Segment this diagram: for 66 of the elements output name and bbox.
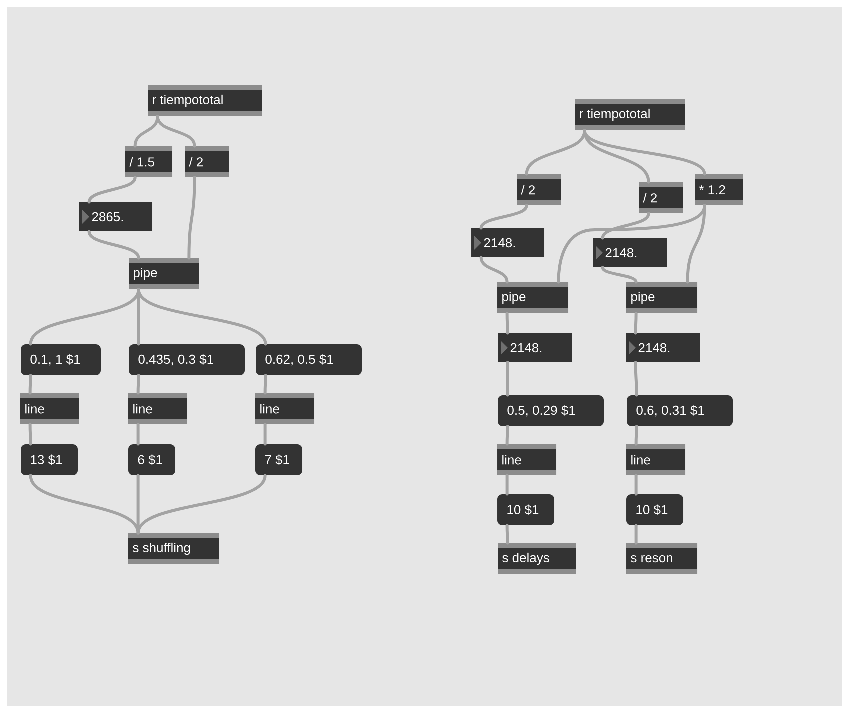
object-box: s delays: [498, 544, 576, 574]
patch-cord: [88, 176, 137, 204]
patch-cord: [506, 312, 510, 335]
patch-cord: [634, 474, 638, 496]
patch-cord: [601, 212, 650, 240]
message-box: 13 $1: [21, 444, 78, 476]
object-box: line: [626, 444, 686, 476]
object-box: s shuffling: [128, 534, 220, 564]
object-box: pipe: [626, 282, 698, 314]
number-box: 2148.: [498, 334, 572, 362]
patch-cord: [525, 129, 586, 176]
patch-cord: [634, 425, 638, 446]
patch-cord: [686, 204, 706, 284]
patch-cord: [264, 374, 268, 395]
patch-cord: [136, 474, 267, 535]
number-box: 2148.: [593, 238, 667, 268]
object-box: line: [20, 394, 80, 424]
patch-cord: [136, 374, 140, 395]
object-box: / 2: [639, 182, 683, 214]
patch-cord: [88, 230, 140, 260]
patch-cord: [29, 288, 140, 346]
object-box: line: [128, 394, 188, 424]
patch-cord: [136, 423, 140, 446]
object-box: line: [498, 444, 556, 476]
message-box: 10 $1: [626, 494, 684, 526]
object-box: s reson: [626, 544, 698, 574]
message-box: 0.435, 0.3 $1: [129, 344, 245, 376]
number-box: 2148.: [626, 334, 700, 362]
patch-cord: [634, 524, 638, 545]
patch-cord: [28, 374, 32, 395]
message-box: 0.1, 1 $1: [21, 344, 101, 376]
patch-cord: [188, 176, 196, 260]
patch-cord: [506, 361, 510, 397]
object-box: r tiempototal: [575, 100, 685, 130]
number-box: 2148.: [472, 228, 544, 258]
patch-cord: [480, 204, 528, 230]
patch-cord: [29, 474, 140, 535]
message-box: 10 $1: [498, 494, 554, 526]
patch-cord: [480, 256, 509, 284]
patch-cord: [506, 425, 510, 446]
patch-cord: [634, 312, 638, 335]
patch-cord: [156, 115, 196, 148]
patch-cord: [557, 204, 706, 284]
object-box: * 1.2: [695, 174, 743, 206]
object-box: line: [256, 394, 314, 424]
object-box: / 2: [185, 146, 229, 178]
message-box: 0.62, 0.5 $1: [256, 344, 362, 376]
patch-cord: [506, 524, 510, 545]
patch-cord: [634, 361, 638, 397]
message-box: 6 $1: [128, 444, 176, 476]
object-box: r tiempototal: [148, 86, 262, 116]
message-box: 7 $1: [256, 444, 302, 476]
patch-cord: [601, 266, 638, 284]
message-box: 0.5, 0.29 $1: [498, 396, 604, 426]
patch-cord: [506, 474, 509, 496]
patch-cord: [137, 288, 268, 346]
patch-cord: [583, 129, 706, 176]
object-box: pipe: [129, 258, 199, 290]
patch-cord: [264, 423, 267, 446]
patch-cord: [28, 423, 32, 446]
object-box: / 1.5: [126, 146, 172, 178]
message-box: 0.6, 0.31 $1: [627, 396, 733, 426]
object-box: / 2: [517, 174, 561, 206]
object-box: pipe: [498, 282, 568, 314]
number-box: 2865.: [80, 202, 152, 232]
patch-cord: [134, 115, 160, 148]
